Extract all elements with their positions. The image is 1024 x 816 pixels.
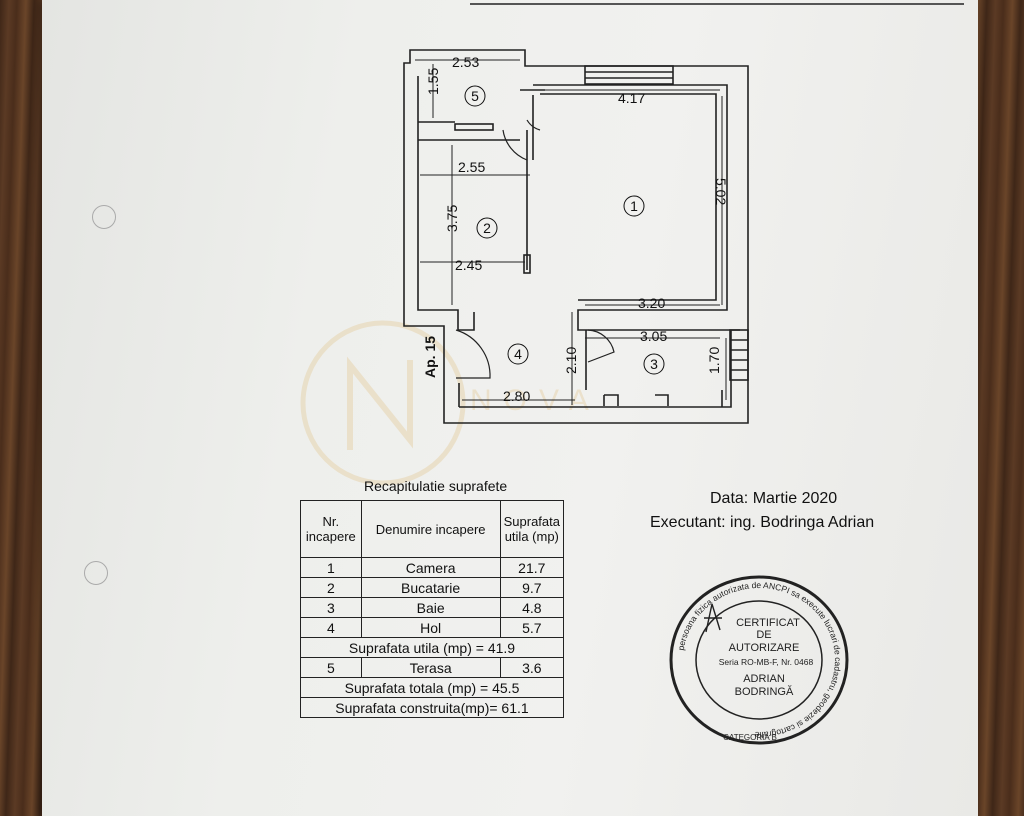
- room-3-number: 3: [650, 356, 658, 372]
- stamp-line-autorizare: AUTORIZARE: [729, 642, 800, 654]
- header-name: Denumire incapere: [360, 500, 501, 558]
- row-nr: 2: [300, 577, 362, 598]
- compass-icon: [704, 603, 722, 633]
- apartment-label: Ap. 15: [422, 336, 438, 378]
- row-area: 21.7: [499, 557, 565, 578]
- table-row: 4 Hol 5.7: [300, 617, 565, 638]
- stamp-line-surname: BODRINGĂ: [735, 685, 794, 698]
- terrace-row: 5 Terasa 3.6: [300, 657, 565, 678]
- punch-hole: [84, 561, 108, 585]
- built-area: Suprafata construita(mp)= 61.1: [300, 697, 564, 718]
- useful-total: Suprafata utila (mp) = 41.9: [300, 637, 564, 658]
- dimension-lines: [415, 59, 727, 405]
- punch-hole: [92, 205, 116, 229]
- room-4-number: 4: [514, 346, 522, 362]
- stamp-line-de: DE: [756, 629, 771, 641]
- dim-2-53: 2.53: [452, 54, 479, 70]
- useful-total-row: Suprafata utila (mp) = 41.9: [300, 637, 564, 658]
- stamp-line-name: ADRIAN: [743, 673, 785, 685]
- dim-1-55: 1.55: [425, 68, 441, 95]
- dim-1-70: 1.70: [706, 347, 722, 374]
- frame-edge: [470, 0, 964, 5]
- row-name: Bucatarie: [360, 577, 501, 598]
- row-name: Baie: [360, 597, 501, 618]
- row-area: 5.7: [499, 617, 565, 638]
- row-nr: 4: [300, 617, 362, 638]
- row-name: Hol: [360, 617, 501, 638]
- dimension-labels: 2.53 1.55 4.17 2.55 3.75 2.45 5.02 3.20 …: [422, 54, 729, 404]
- watermark-logo: NOVA: [300, 320, 589, 486]
- area-summary-table: Nr. incapere Denumire incapere Suprafata…: [300, 500, 565, 718]
- executant-line: Executant: ing. Bodringa Adrian: [650, 514, 875, 531]
- row-nr: 3: [300, 597, 362, 618]
- dim-3-75: 3.75: [444, 205, 460, 232]
- room-2-number: 2: [483, 220, 491, 236]
- row-nr: 1: [300, 557, 362, 578]
- table-row: 2 Bucatarie 9.7: [300, 577, 565, 598]
- room-markers: 5 1 2 4 3: [464, 85, 665, 375]
- row-area: 9.7: [499, 577, 565, 598]
- terrace-name: Terasa: [360, 657, 501, 678]
- row-area: 4.8: [499, 597, 565, 618]
- dim-4-17: 4.17: [618, 90, 645, 106]
- header-area: Suprafata utila (mp): [499, 500, 565, 558]
- dim-2-10: 2.10: [563, 347, 579, 374]
- terrace-area: 3.6: [499, 657, 565, 678]
- stamp-line-certificat: CERTIFICAT: [736, 617, 800, 629]
- dim-2-55: 2.55: [458, 159, 485, 175]
- row-name: Camera: [360, 557, 501, 578]
- stamp-line-serie: Seria RO-MB-F, Nr. 0468: [719, 657, 814, 667]
- built-row: Suprafata construita(mp)= 61.1: [300, 697, 564, 718]
- date-line: Data: Martie 2020: [710, 490, 838, 507]
- total-area: Suprafata totala (mp) = 45.5: [300, 677, 564, 698]
- room-5-number: 5: [471, 88, 479, 104]
- room-1-number: 1: [630, 198, 638, 214]
- terrace-nr: 5: [300, 657, 362, 678]
- table-row: 1 Camera 21.7: [300, 557, 565, 578]
- authorization-stamp: persoana fizica autorizata de ANCPI sa e…: [669, 575, 849, 745]
- dim-5-02: 5.02: [713, 178, 729, 205]
- dim-3-05: 3.05: [640, 328, 667, 344]
- stamp-category: CATEGORIA B: [723, 733, 777, 742]
- table-row: 3 Baie 4.8: [300, 597, 565, 618]
- total-row: Suprafata totala (mp) = 45.5: [300, 677, 564, 698]
- table-header-row: Nr. incapere Denumire incapere Suprafata…: [300, 500, 565, 558]
- dim-2-45: 2.45: [455, 257, 482, 273]
- dim-2-80: 2.80: [503, 388, 530, 404]
- dim-3-20: 3.20: [638, 295, 665, 311]
- header-nr: Nr. incapere: [300, 500, 362, 558]
- door-swings: [455, 119, 615, 379]
- table-title: Recapitulatie suprafete: [364, 478, 508, 494]
